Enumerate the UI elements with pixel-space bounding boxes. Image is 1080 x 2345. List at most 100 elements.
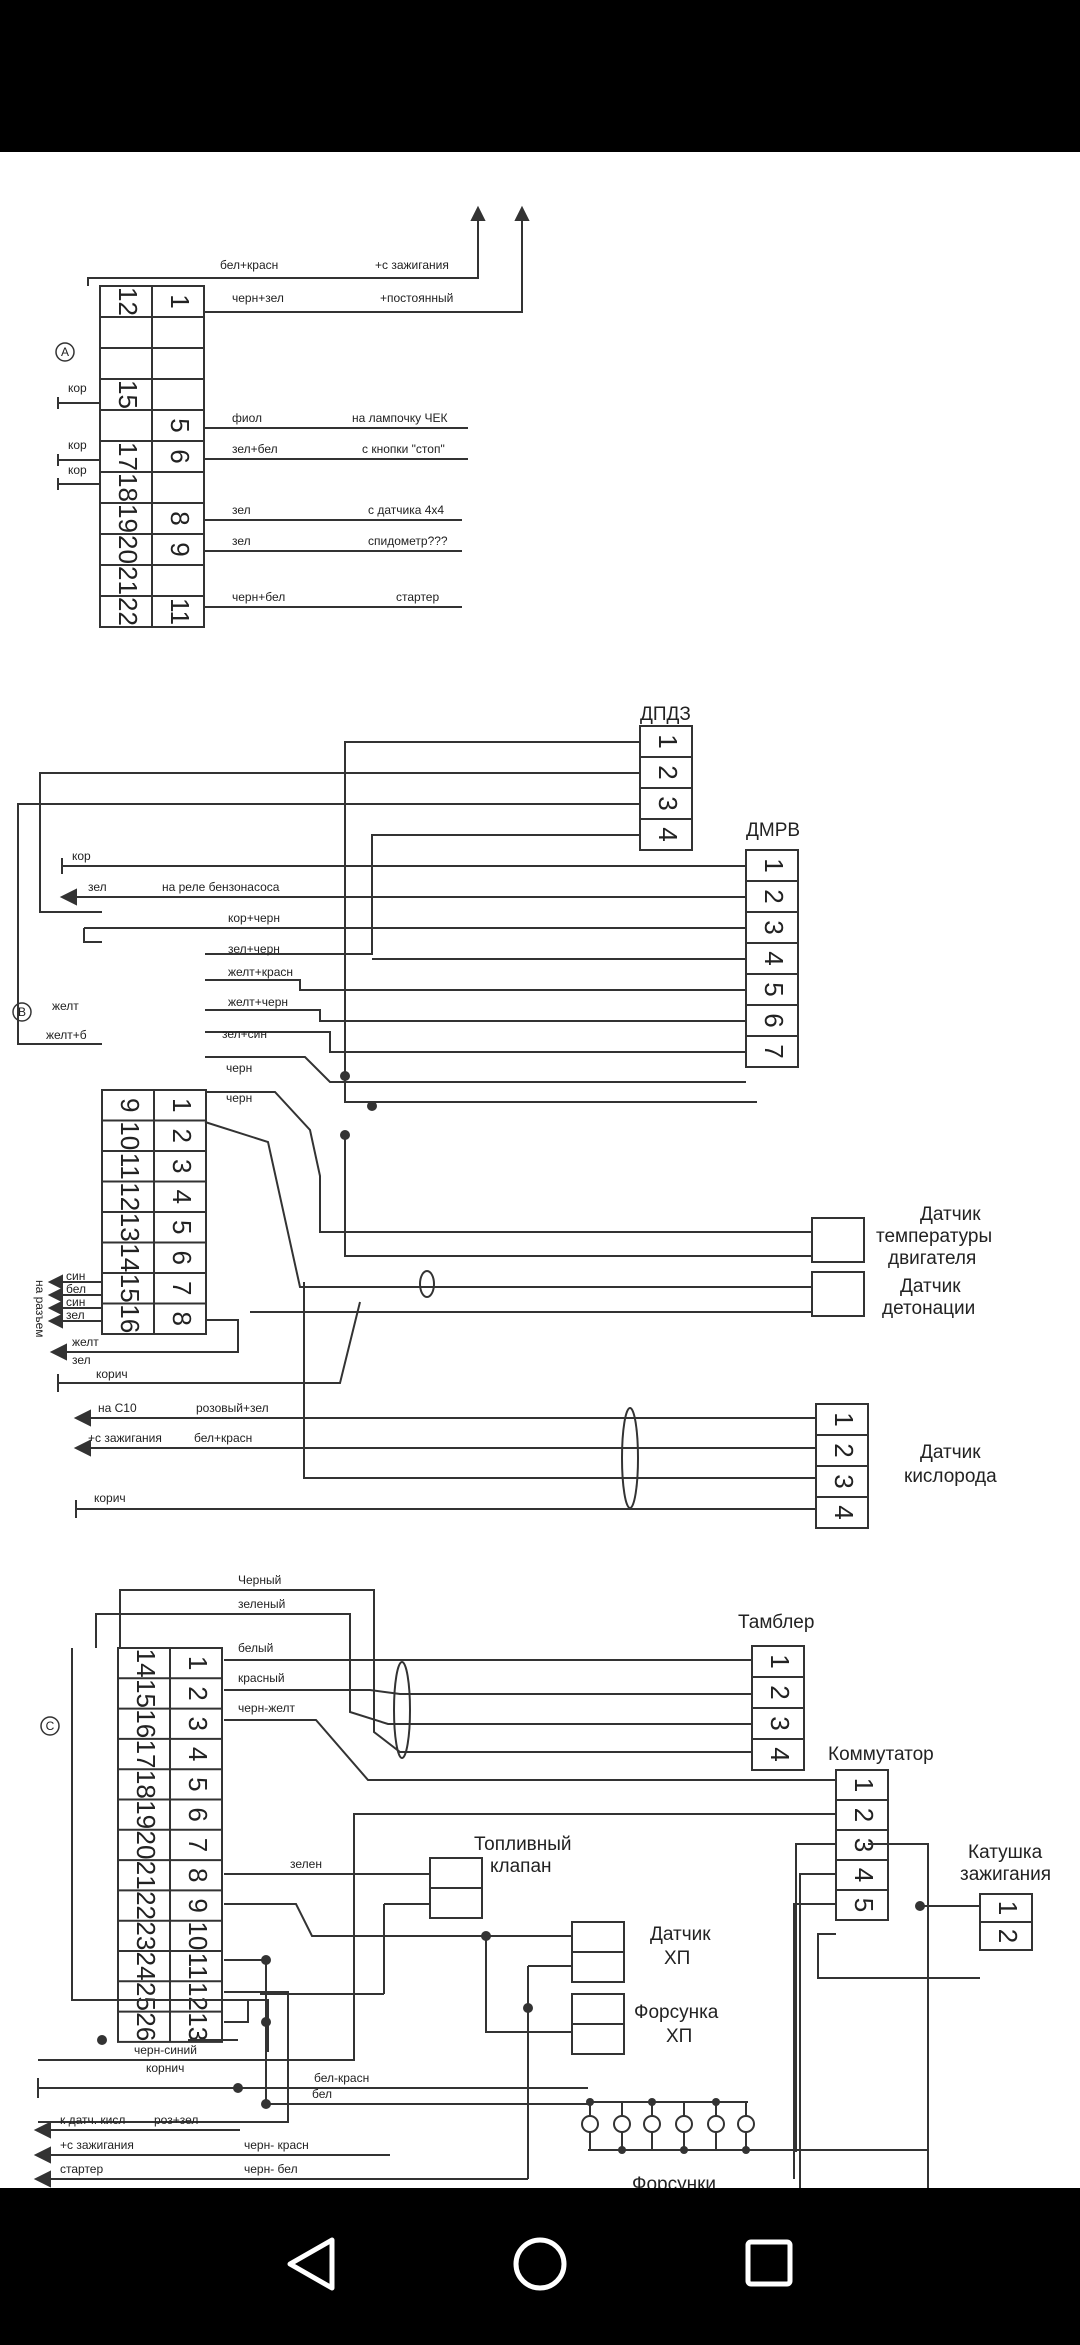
home-icon bbox=[513, 2237, 567, 2291]
kommutator-title: Коммутатор bbox=[828, 1744, 934, 1765]
a-wire-label-2: черн+зел bbox=[232, 291, 284, 305]
hp-injector-title-1: Форсунка bbox=[634, 2002, 719, 2023]
b-wire-zel-chern: зел+черн bbox=[228, 942, 280, 956]
b-wire-sin-2: син bbox=[66, 1295, 85, 1309]
dmrv-pin-3: 3 bbox=[759, 920, 789, 934]
b-pin-5: 5 bbox=[167, 1220, 197, 1234]
injectors-group bbox=[581, 2098, 755, 2154]
c-pin-7: 7 bbox=[183, 1838, 213, 1852]
dpdz-pin-1: 1 bbox=[653, 734, 683, 748]
home-button[interactable] bbox=[450, 2188, 630, 2340]
a-pin-18: 18 bbox=[113, 473, 143, 502]
c-wire-bottom-2: корнич bbox=[146, 2061, 184, 2075]
b-pin-8: 8 bbox=[167, 1312, 197, 1326]
hp-injector-title-2: ХП bbox=[666, 2026, 692, 2047]
block-c-marker: C bbox=[46, 1719, 55, 1733]
tambler-title: Тамблер bbox=[738, 1612, 814, 1633]
b-o2-dest-1: на С10 bbox=[98, 1401, 137, 1415]
injectors-title: Форсунки bbox=[632, 2174, 716, 2188]
a-ground-label-3: кор bbox=[68, 463, 87, 477]
navigation-bar bbox=[0, 2188, 1080, 2340]
komm-pin-2: 2 bbox=[849, 1808, 879, 1822]
b-o2-dest-2: +с зажигания bbox=[88, 1431, 162, 1445]
c-pin-3: 3 bbox=[183, 1717, 213, 1731]
o2-sensor-title-2: кислорода bbox=[904, 1466, 997, 1487]
c-wire-top-3: белый bbox=[238, 1641, 273, 1655]
a-wire-label-5: зел bbox=[232, 503, 251, 517]
c-output-color-3: черн- бел bbox=[244, 2162, 298, 2176]
b-pin-4: 4 bbox=[167, 1190, 197, 1204]
b-wire-zel-2: зел bbox=[66, 1308, 85, 1322]
back-button[interactable] bbox=[220, 2188, 400, 2340]
c-wire-zelen: зелен bbox=[290, 1857, 322, 1871]
dpdz-pin-2: 2 bbox=[653, 765, 683, 779]
block-c: C 14151617181920212223242526123456789101… bbox=[33, 1573, 1051, 2241]
dpdz-pin-4: 4 bbox=[653, 827, 683, 841]
b-pin-16: 16 bbox=[115, 1304, 145, 1333]
b-wire-zhelt-2: желт bbox=[72, 1335, 99, 1349]
o2-sensor-title-1: Датчик bbox=[920, 1442, 981, 1463]
hp-sensor-title-1: Датчик bbox=[650, 1924, 711, 1945]
a-wire-dest-5: с датчика 4х4 bbox=[368, 503, 444, 517]
coil-title-2: зажигания bbox=[960, 1864, 1051, 1885]
recents-button[interactable] bbox=[680, 2188, 860, 2340]
o2-pin-4: 4 bbox=[829, 1505, 859, 1519]
temp-sensor-title-1: Датчик bbox=[920, 1204, 981, 1225]
a-wire-label-4: зел+бел bbox=[232, 442, 278, 456]
c-wire-top-4: красный bbox=[238, 1671, 285, 1685]
b-pin-15: 15 bbox=[115, 1274, 145, 1303]
c-output-color-2: черн- красн bbox=[244, 2138, 309, 2152]
c-output-dest-2: +с зажигания bbox=[60, 2138, 134, 2152]
coil-connector: 12 bbox=[979, 1893, 1033, 1951]
tambler-pin-3: 3 bbox=[765, 1716, 795, 1730]
hp-sensor-title-2: ХП bbox=[664, 1948, 690, 1969]
b-wire-zhelt-b: желт+б bbox=[46, 1028, 87, 1042]
b-pin-6: 6 bbox=[167, 1251, 197, 1265]
c-pin-2: 2 bbox=[183, 1686, 213, 1700]
fuel-valve-title-2: клапан bbox=[490, 1856, 552, 1877]
a-wire-label-1: бел+красн bbox=[220, 258, 278, 272]
injector-2 bbox=[613, 2115, 631, 2133]
b-pin-3: 3 bbox=[167, 1159, 197, 1173]
block-a-marker: A bbox=[61, 345, 69, 359]
dmrv-pin-6: 6 bbox=[759, 1013, 789, 1027]
a-pin-6: 6 bbox=[165, 449, 195, 463]
block-b-marker: B bbox=[18, 1005, 26, 1019]
b-side-note: на разъем bbox=[33, 1280, 47, 1338]
c-pin-13: 13 bbox=[183, 2012, 213, 2041]
injector-6 bbox=[737, 2115, 755, 2133]
dmrv-pin-4: 4 bbox=[759, 951, 789, 965]
dmrv-title: ДМРВ bbox=[746, 820, 800, 841]
temp-sensor-title-2: температуры bbox=[876, 1226, 992, 1247]
o2-pin-3: 3 bbox=[829, 1474, 859, 1488]
a-ground-label-2: кор bbox=[68, 438, 87, 452]
c-output-color-1: роз+зел bbox=[154, 2113, 198, 2127]
a-pin-20: 20 bbox=[113, 535, 143, 564]
c-pin-25: 25 bbox=[131, 1982, 161, 2011]
a-pin-5: 5 bbox=[165, 418, 195, 432]
c-output-dest-1: к датч. кисл bbox=[60, 2113, 125, 2127]
b-o2-color-1: розовый+зел bbox=[196, 1401, 269, 1415]
a-pin-12: 12 bbox=[113, 287, 143, 316]
c-pin-6: 6 bbox=[183, 1807, 213, 1821]
a-pin-1: 1 bbox=[165, 294, 195, 308]
b-wire-chern-1: черн bbox=[226, 1061, 252, 1075]
a-wire-label-3: фиол bbox=[232, 411, 262, 425]
a-pin-19: 19 bbox=[113, 504, 143, 533]
dmrv-pin-5: 5 bbox=[759, 982, 789, 996]
a-wire-dest-1: +с зажигания bbox=[375, 258, 449, 272]
dpdz-title: ДПДЗ bbox=[640, 704, 691, 725]
c-pin-16: 16 bbox=[131, 1709, 161, 1738]
recents-icon bbox=[745, 2239, 793, 2287]
block-c-connector: 1415161718192021222324252612345678910111… bbox=[117, 1647, 223, 2043]
a-pin-21: 21 bbox=[113, 566, 143, 595]
c-wire-top-1: Черный bbox=[238, 1573, 281, 1587]
c-pin-20: 20 bbox=[131, 1830, 161, 1859]
